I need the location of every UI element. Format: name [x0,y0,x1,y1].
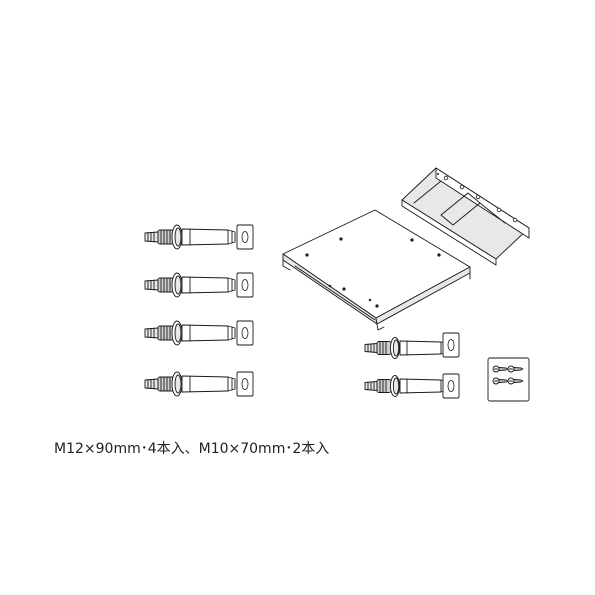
square-washer-2 [236,272,254,298]
mounting-plate [282,209,471,331]
screw-pack [487,357,530,402]
square-washer-small-2 [442,373,460,399]
anchor-bolt-small-1 [364,337,447,359]
anchor-bolt-large-4 [144,371,236,397]
anchor-bolt-large-1 [144,224,236,250]
square-washer-3 [236,320,254,346]
anchor-bolt-large-2 [144,272,236,298]
square-washer-4 [236,371,254,397]
anchor-bolt-small-2 [364,375,447,397]
square-washer-1 [236,224,254,250]
bracket [401,167,530,266]
anchor-bolt-large-3 [144,320,236,346]
square-washer-small-1 [442,332,460,358]
parts-caption: M12×90mm･4本入、M10×70mm･2本入 [54,441,330,457]
